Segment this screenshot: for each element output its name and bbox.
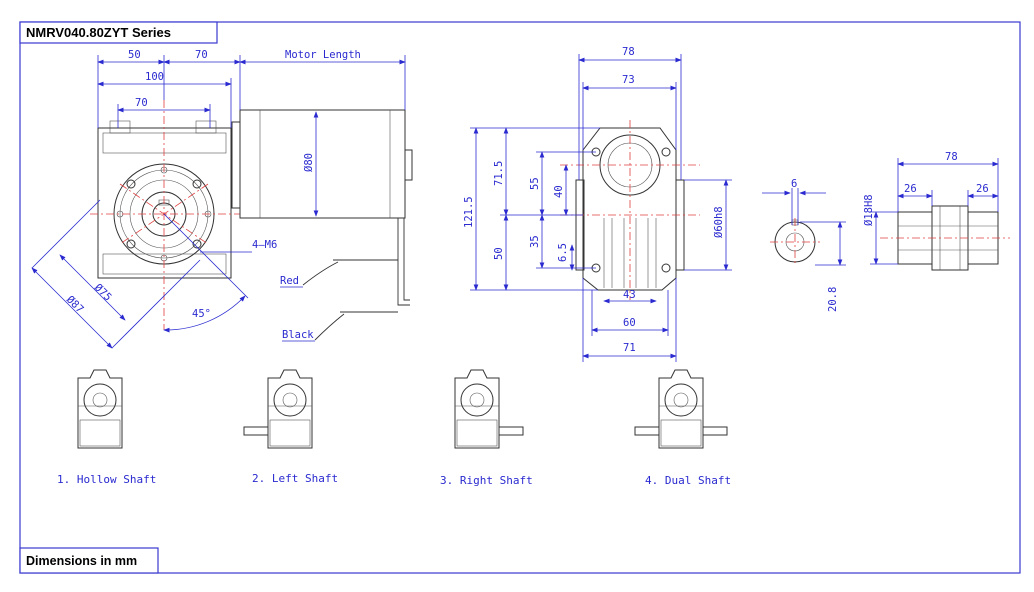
motor-body [239, 109, 406, 219]
dia-80-label: Ø80 [303, 153, 315, 172]
dim-73-side: 73 [622, 74, 635, 86]
dim-20-8: 20.8 [827, 287, 839, 312]
dim-26-right: 26 [976, 183, 989, 195]
angle-45-label: 45° [192, 308, 211, 320]
dim-55: 55 [529, 177, 541, 190]
dim-100-front: 100 [145, 71, 164, 83]
wire-red-label: Red [280, 275, 299, 287]
variant-left-shaft [243, 369, 313, 449]
motor-end-cap [404, 149, 413, 181]
caption-dual-shaft: 4. Dual Shaft [645, 474, 731, 487]
variant-dual-shaft [634, 369, 728, 449]
dim-71-bottom: 71 [623, 342, 636, 354]
right-output-shaft [498, 426, 524, 436]
dim-70-front-inner: 70 [135, 97, 148, 109]
dia-18h8: Ø18H8 [863, 194, 875, 226]
front-view: 50 70 Motor Length 100 70 Ø80 4—M6 Ø87 Ø… [31, 49, 413, 349]
dim-35: 35 [529, 235, 541, 248]
dim-50-side: 50 [493, 247, 505, 260]
caption-right-shaft: 3. Right Shaft [440, 474, 533, 487]
side-view: 78 73 121.5 71.5 50 55 35 40 6.5 Ø60h8 [463, 46, 732, 362]
dim-60-bottom: 60 [623, 317, 636, 329]
dim-121-5: 121.5 [463, 196, 475, 228]
shaft-detail: 6 20.8 Ø18H8 78 26 26 [762, 151, 1010, 312]
dim-6-key: 6 [791, 178, 797, 190]
title-box [19, 21, 218, 44]
dim-6-5: 6.5 [557, 243, 569, 262]
dia-87-label: Ø87 [64, 294, 86, 316]
variant-right-shaft [454, 369, 524, 449]
dim-78-shaft: 78 [945, 151, 958, 163]
dim-26-left: 26 [904, 183, 917, 195]
left-output-shaft [243, 426, 269, 436]
dim-78-side: 78 [622, 46, 635, 58]
dia-75-label: Ø75 [92, 282, 114, 304]
footer-box [19, 547, 159, 574]
units-note: Dimensions in mm [26, 554, 137, 568]
motor-length-label: Motor Length [285, 49, 361, 61]
drawing-frame [19, 21, 1021, 574]
caption-hollow-shaft: 1. Hollow Shaft [57, 473, 156, 486]
dim-40: 40 [553, 185, 565, 198]
caption-left-shaft: 2. Left Shaft [252, 472, 338, 485]
dim-50-front: 50 [128, 49, 141, 61]
dim-43: 43 [623, 289, 636, 301]
wire-black-label: Black [282, 329, 314, 341]
dim-71-5: 71.5 [493, 161, 505, 186]
holes-4-m6: 4—M6 [252, 239, 277, 251]
variant-hollow [77, 369, 123, 449]
dim-70-front-top: 70 [195, 49, 208, 61]
dia-60h8: Ø60h8 [713, 206, 725, 238]
gearbox-top-flange [102, 132, 227, 154]
drawing-title: NMRV040.80ZYT Series [26, 25, 171, 40]
